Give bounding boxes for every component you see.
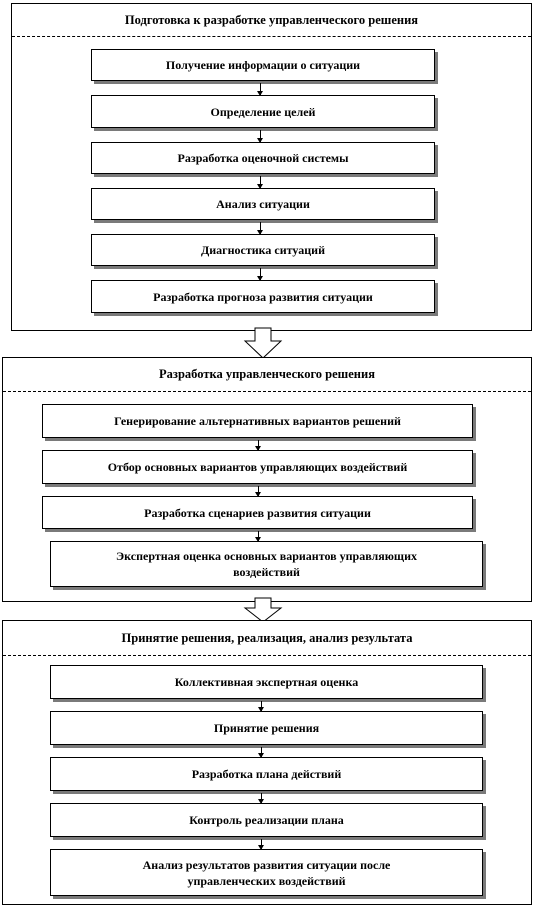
step-situation-analysis: Анализ ситуации xyxy=(91,188,435,220)
step-results-analysis: Анализ результатов развития ситуации пос… xyxy=(50,849,483,896)
step-forecast: Разработка прогноза развития ситуации xyxy=(91,280,435,313)
step-scenarios: Разработка сценариев развития ситуации xyxy=(42,496,473,529)
flow-arrow xyxy=(257,176,263,189)
flow-arrow xyxy=(258,839,264,850)
step-action-plan: Разработка плана действий xyxy=(50,757,483,791)
flow-arrow xyxy=(258,747,264,758)
step-define-goals: Определение целей xyxy=(91,95,435,128)
flow-arrow xyxy=(257,222,263,235)
flow-arrow xyxy=(255,440,261,451)
transition-arrow-2 xyxy=(243,597,283,623)
step-plan-control: Контроль реализации плана xyxy=(50,803,483,837)
step-evaluation-system: Разработка оценочной системы xyxy=(91,142,435,174)
flow-arrow xyxy=(257,268,263,281)
transition-arrow-1 xyxy=(243,327,283,359)
flow-arrow xyxy=(258,701,264,712)
section-preparation-title: Подготовка к разработке управленческого … xyxy=(12,4,531,37)
flow-arrow xyxy=(255,531,261,542)
flow-arrow xyxy=(257,83,263,96)
flow-arrow xyxy=(255,486,261,497)
flow-arrow xyxy=(257,130,263,143)
step-collective-evaluation: Коллективная экспертная оценка xyxy=(50,665,483,699)
step-decision: Принятие решения xyxy=(50,711,483,745)
flow-arrow xyxy=(258,793,264,804)
step-expert-evaluation: Экспертная оценка основных вариантов упр… xyxy=(50,541,483,587)
step-get-information: Получение информации о ситуации xyxy=(91,49,435,81)
step-select-variants: Отбор основных вариантов управляющих воз… xyxy=(42,450,473,484)
section-decision-title: Принятие решения, реализация, анализ рез… xyxy=(3,621,531,656)
step-diagnostics: Диагностика ситуаций xyxy=(91,234,435,266)
step-generate-alternatives: Генерирование альтернативных вариантов р… xyxy=(42,404,473,438)
section-development-title: Разработка управленческого решения xyxy=(3,358,531,392)
